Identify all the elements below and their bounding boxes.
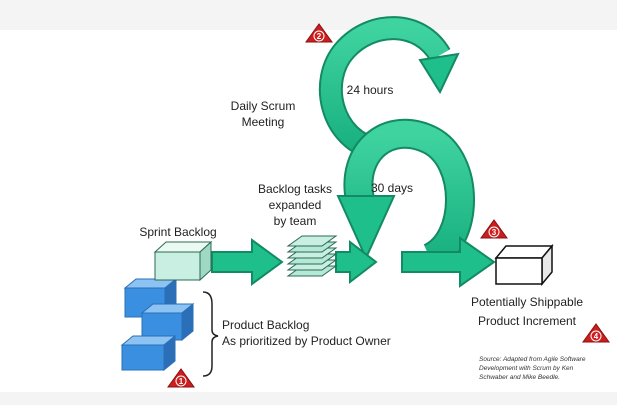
daily-scrum-label-2: Meeting: [242, 115, 285, 129]
product-backlog-stack: [120, 277, 195, 372]
product-backlog-label-2: As prioritized by Product Owner: [222, 334, 391, 348]
backlog-tasks-label-2: expanded: [269, 198, 322, 212]
marker-4-number: 4: [594, 332, 599, 341]
hours-label: 24 hours: [347, 83, 394, 97]
days-label: 30 days: [371, 181, 413, 195]
increment-label-2: Product Increment: [478, 314, 577, 328]
backlog-tasks-label-1: Backlog tasks: [258, 182, 332, 196]
daily-loop-arrow: [318, 16, 460, 162]
daily-scrum-label-1: Daily Scrum: [231, 99, 296, 113]
product-backlog-label-1: Product Backlog: [222, 318, 309, 332]
marker-3-number: 3: [492, 228, 497, 237]
marker-3: 3: [480, 219, 508, 239]
product-backlog-brace: [202, 291, 219, 377]
sprint-backlog-block: [153, 240, 213, 282]
arrow-to-tasks: [211, 238, 284, 286]
marker-1: 1: [167, 368, 195, 388]
top-band: [0, 0, 617, 30]
backlog-tasks-label-3: by team: [274, 214, 317, 228]
sprint-backlog-label: Sprint Backlog: [139, 225, 216, 239]
source-line-3: Schwaber and Mike Beedle.: [479, 374, 560, 381]
product-increment-block: [494, 243, 554, 287]
source-line-2: Development with Scrum by Ken: [479, 365, 574, 372]
marker-4: 4: [582, 323, 610, 343]
source-note: Source: Adapted from Agile Software Deve…: [479, 356, 586, 381]
sprint-loop-arrow: [336, 118, 475, 272]
increment-label-1: Potentially Shippable: [471, 295, 583, 309]
arrow-to-increment: [401, 236, 496, 288]
marker-1-number: 1: [179, 377, 184, 386]
arrow-to-sprint: [335, 239, 378, 285]
marker-2-number: 2: [317, 32, 322, 41]
backlog-task-cards: [286, 235, 338, 277]
source-line-1: Source: Adapted from Agile Software: [479, 356, 586, 363]
marker-2: 2: [305, 23, 333, 43]
bottom-band: [0, 392, 617, 405]
